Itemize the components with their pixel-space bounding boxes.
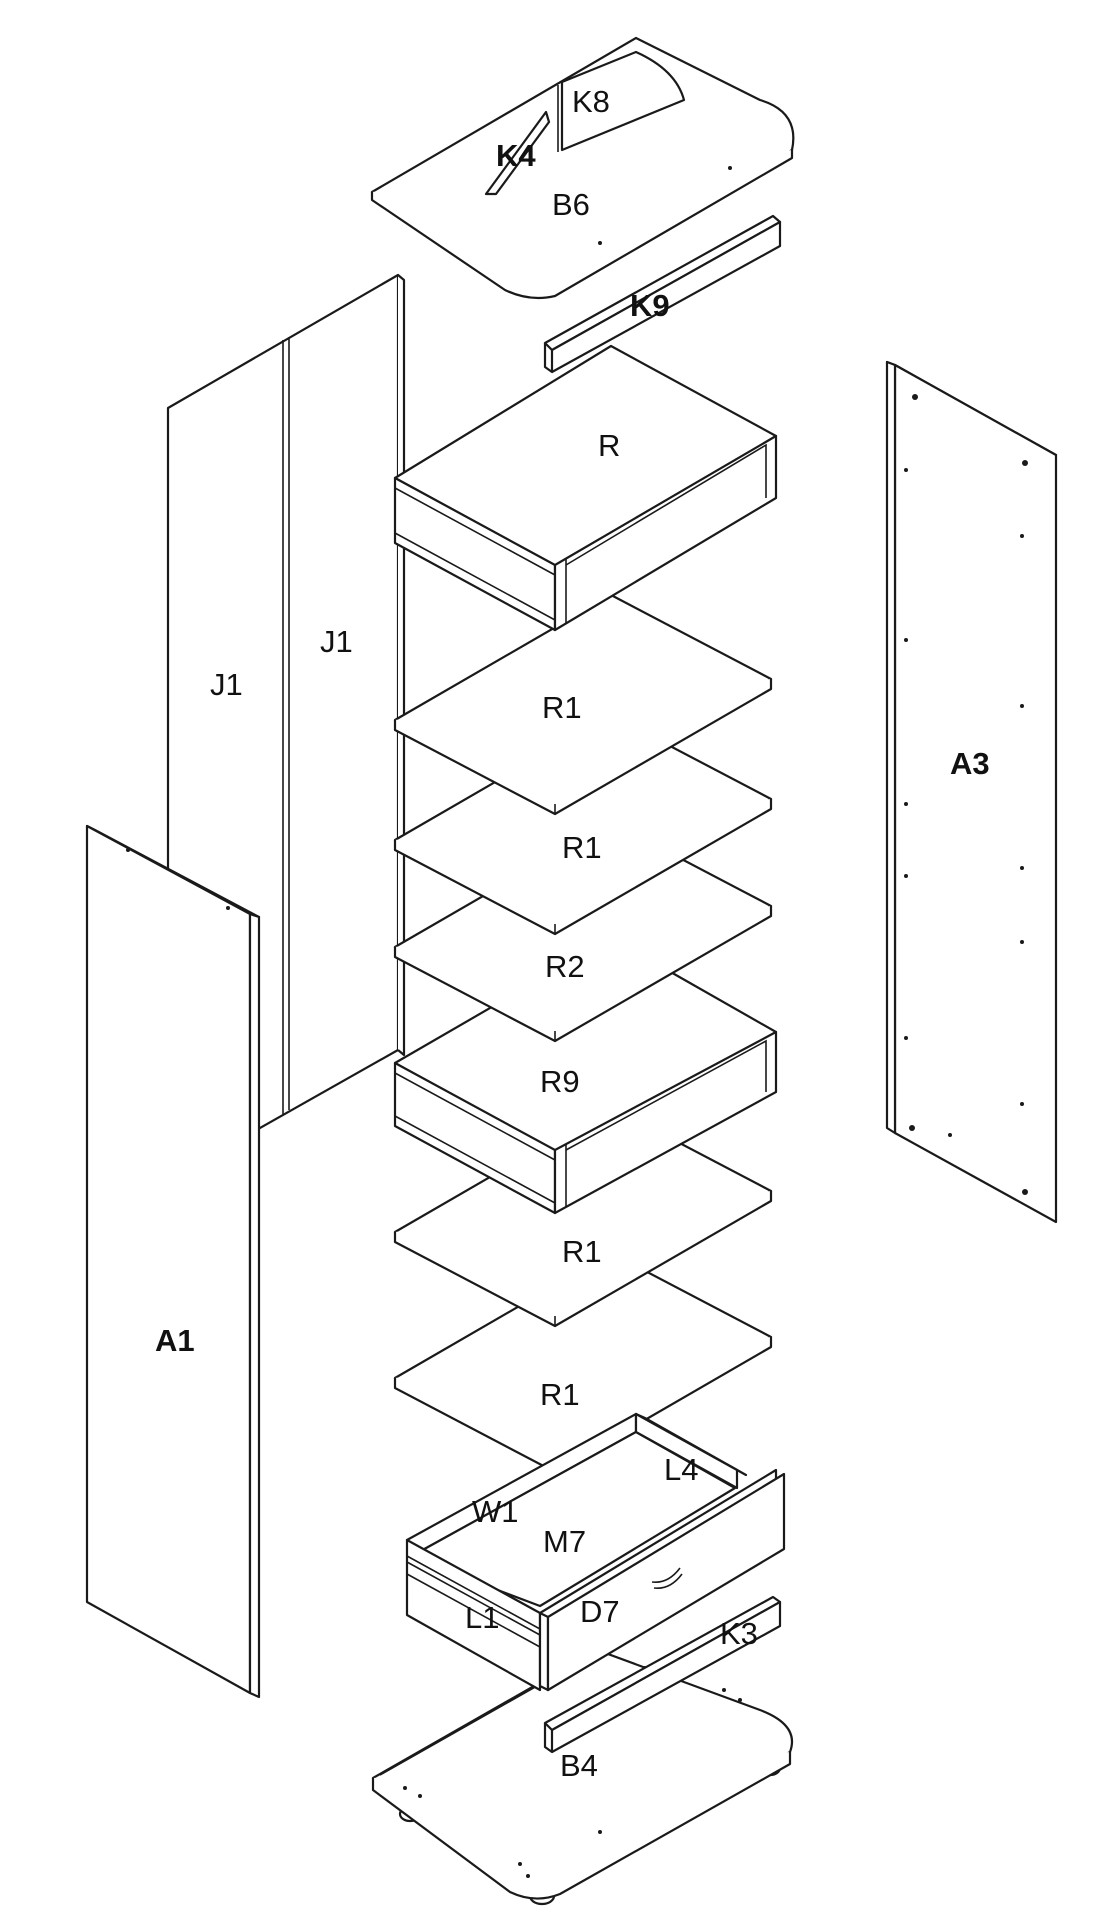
label-k8: K8 [572, 84, 610, 119]
label-j1-left: J1 [210, 667, 243, 702]
box-r9 [393, 936, 778, 1215]
side-panel-a1 [85, 824, 261, 1699]
drawer-assembly [405, 1412, 786, 1692]
label-k4: K4 [496, 138, 536, 173]
label-a1: A1 [155, 1323, 195, 1358]
corner-brace-k8 [557, 50, 686, 152]
rail-k9 [543, 214, 782, 374]
rail-k3 [543, 1595, 782, 1754]
label-r: R [598, 428, 620, 463]
label-l4: L4 [664, 1452, 698, 1487]
base-panel-b4 [371, 1648, 794, 1906]
label-r1-c: R1 [562, 1234, 602, 1269]
label-k9: K9 [630, 288, 670, 323]
label-j1-right: J1 [320, 624, 353, 659]
label-m7: M7 [543, 1524, 586, 1559]
label-r9: R9 [540, 1064, 580, 1099]
label-d7: D7 [580, 1594, 620, 1629]
label-r1-d: R1 [540, 1377, 580, 1412]
label-l1: L1 [465, 1600, 499, 1635]
side-panel-a3 [885, 360, 1058, 1224]
shelf-r1-a [393, 593, 773, 816]
box-r [393, 344, 778, 632]
label-r1-a: R1 [542, 690, 582, 725]
label-w1: W1 [472, 1494, 519, 1529]
top-panel-b6 [370, 36, 795, 300]
label-r1-b: R1 [562, 830, 602, 865]
label-b4: B4 [560, 1748, 598, 1783]
label-a3: A3 [950, 746, 990, 781]
label-b6: B6 [552, 187, 590, 222]
label-r2: R2 [545, 949, 585, 984]
shelf-r2 [393, 820, 773, 1043]
label-k3: K3 [720, 1616, 758, 1651]
bracket-k4 [484, 110, 551, 196]
